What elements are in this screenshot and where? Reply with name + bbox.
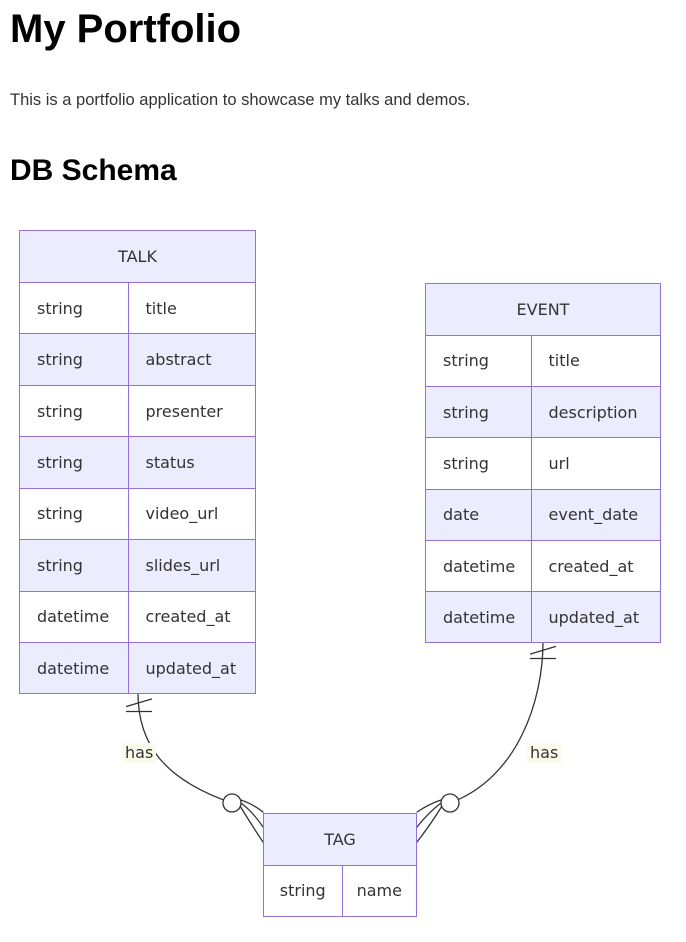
attribute-type: string	[443, 351, 489, 371]
attribute-row: string presenter	[20, 384, 256, 437]
attribute-row: string title	[426, 334, 661, 387]
page-description: This is a portfolio application to showc…	[10, 91, 471, 109]
section-heading: DB Schema	[10, 154, 177, 187]
attribute-row: string title	[20, 281, 256, 334]
attribute-type: string	[443, 453, 489, 473]
attribute-row: string slides_url	[20, 539, 256, 591]
attribute-row: string description	[426, 386, 661, 438]
attribute-name: title	[530, 335, 661, 387]
attribute-type: string	[443, 402, 489, 422]
crows-foot-icon	[240, 801, 264, 828]
attribute-name: abstract	[127, 334, 256, 385]
attribute-name: updated_at	[530, 592, 661, 643]
er-diagram: TALK string title string abstract string…	[0, 200, 686, 942]
attribute-name: updated_at	[127, 643, 256, 694]
crows-foot-icon	[239, 804, 264, 843]
attribute-row: datetime updated_at	[426, 591, 661, 643]
attribute-row: datetime updated_at	[20, 642, 256, 694]
attribute-name: description	[530, 387, 661, 438]
attribute-type: string	[37, 504, 83, 524]
attribute-row: string video_url	[20, 487, 256, 540]
page-title: My Portfolio	[10, 7, 242, 51]
attribute-name: name	[341, 865, 417, 916]
entity-event: EVENT string title string description st…	[425, 282, 661, 644]
attribute-type: string	[37, 555, 83, 575]
attribute-name: event_date	[530, 489, 661, 540]
attribute-name: slides_url	[127, 540, 256, 591]
attribute-name: title	[127, 282, 256, 334]
attribute-row: string name	[264, 864, 417, 916]
attribute-type: datetime	[37, 607, 110, 627]
attribute-row: datetime created_at	[426, 539, 661, 592]
entity-title: TALK	[20, 230, 255, 282]
crows-foot-icon	[416, 804, 443, 843]
entity-tag: TAG string name	[263, 812, 417, 917]
entity-talk: TALK string title string abstract string…	[19, 229, 256, 695]
attribute-row: string url	[426, 437, 661, 489]
entity-title: TAG	[264, 813, 416, 865]
attribute-row: datetime created_at	[20, 590, 256, 642]
attribute-name: video_url	[127, 488, 256, 540]
exactly-one-tick-icon	[529, 645, 557, 655]
attribute-type: datetime	[37, 658, 110, 678]
attribute-type: string	[37, 452, 83, 472]
edge-talk-tag	[125, 691, 264, 843]
attribute-name: created_at	[127, 591, 256, 642]
attribute-type: date	[443, 505, 480, 525]
crows-foot-icon	[416, 798, 442, 813]
attribute-row: string status	[20, 436, 256, 488]
zero-circle-icon	[440, 792, 460, 813]
attribute-type: datetime	[443, 556, 516, 576]
attribute-type: datetime	[443, 607, 516, 627]
zero-circle-icon	[222, 792, 242, 813]
attribute-name: presenter	[127, 385, 256, 437]
exactly-one-tick-icon	[125, 697, 153, 707]
attribute-name: url	[530, 438, 661, 489]
attribute-name: created_at	[530, 540, 661, 592]
attribute-type: string	[279, 881, 326, 900]
attribute-row: date event_date	[426, 488, 661, 540]
attribute-type: string	[37, 401, 83, 421]
attribute-type: string	[37, 350, 83, 370]
edge-event-tag	[416, 640, 557, 843]
crows-foot-icon	[240, 798, 264, 813]
attribute-row: string abstract	[20, 333, 256, 385]
attribute-name: status	[127, 437, 256, 488]
relationship-label: has	[527, 742, 562, 763]
attribute-type: string	[37, 298, 83, 318]
relationship-edges	[125, 640, 557, 843]
entity-title: EVENT	[426, 283, 660, 335]
crows-foot-icon	[416, 801, 442, 828]
relationship-label: has	[122, 742, 157, 763]
